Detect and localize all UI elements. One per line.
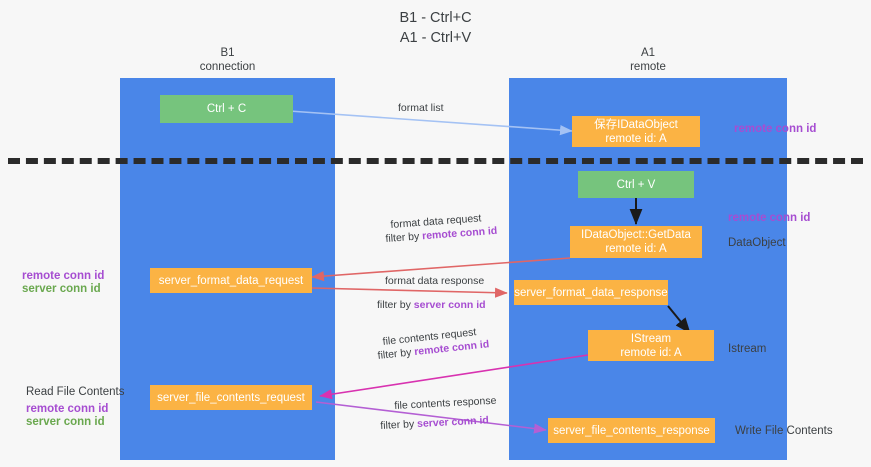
lane-header-a1: A1 remote <box>630 47 666 73</box>
annotation-left-remote-conn-id: remote conn id <box>22 270 105 282</box>
annotation-read-file-contents: Read File Contents <box>26 386 125 398</box>
annotation-left-server-conn-id-2: server conn id <box>26 416 105 428</box>
edge-format-data-response <box>311 287 508 298</box>
node-idataobject-getdata[interactable]: IDataObject::GetData remote id: A <box>570 226 702 258</box>
node-server-format-data-request[interactable]: server_format_data_request <box>150 268 312 293</box>
edge-format-list <box>274 109 573 136</box>
annotation-istream: Istream <box>728 343 767 355</box>
annotation-write-file-contents: Write File Contents <box>735 425 833 437</box>
filter-prefix-2: filter by <box>377 299 414 311</box>
filter-prefix-3: filter by <box>377 346 415 362</box>
edge-response-to-istream <box>667 305 691 334</box>
node-istream-line2: remote id: A <box>620 346 682 359</box>
node-save-idataobject-line2: remote id: A <box>605 132 667 145</box>
node-sfcres-label: server_file_contents_response <box>553 424 710 437</box>
node-ctrl-v-line1: Ctrl + V <box>616 178 656 191</box>
node-server-format-data-response[interactable]: server_format_data_response <box>514 280 668 305</box>
node-getdata-line2: remote id: A <box>605 243 667 255</box>
edge-format-data-request <box>311 257 571 282</box>
node-server-file-contents-response[interactable]: server_file_contents_response <box>548 418 715 443</box>
node-sfdres-label: server_format_data_response <box>514 286 668 299</box>
edge-label-format-list: format list <box>398 102 444 114</box>
node-istream-line1: IStream <box>630 332 672 345</box>
filter-key-server-conn-id: server conn id <box>413 299 486 311</box>
annotation-left-remote-conn-id-2: remote conn id <box>26 403 109 415</box>
annotation-dataobject: DataObject <box>728 237 786 249</box>
diagram-title: B1 - Ctrl+C A1 - Ctrl+V <box>399 10 472 46</box>
node-ctrl-c-line1: Ctrl + C <box>206 103 247 115</box>
filter-key-server-conn-id-2: server conn id <box>416 414 490 431</box>
annotation-remote-conn-id-mid: remote conn id <box>728 212 811 224</box>
node-getdata-line1: IDataObject::GetData <box>581 229 691 241</box>
edge-label-format-data-response-line1: format data response <box>385 275 485 287</box>
section-divider <box>8 158 863 164</box>
filter-prefix: filter by <box>385 230 423 245</box>
lane-header-b1: B1 connection <box>199 47 256 73</box>
node-save-idataobject[interactable]: 保存IDataObject remote id: A <box>572 116 700 147</box>
filter-prefix-4: filter by <box>380 418 418 432</box>
annotation-remote-conn-id-top: remote conn id <box>734 123 817 135</box>
node-istream[interactable]: IStream remote id: A <box>588 330 714 361</box>
edge-label-format-data-response-filter: filter by server conn id <box>377 298 486 313</box>
edge-label-format-data-response: format data response <box>385 274 484 289</box>
node-sfdreq-label: server_format_data_request <box>158 274 304 287</box>
node-sfcreq-label: server_file_contents_request <box>157 391 305 404</box>
edge-file-contents-request <box>319 354 589 400</box>
node-server-file-contents-request[interactable]: server_file_contents_request <box>150 385 312 410</box>
edge-file-contents-response <box>315 401 547 434</box>
node-ctrl-v[interactable]: Ctrl + V <box>578 171 694 198</box>
node-save-idataobject-line1: 保存IDataObject <box>594 118 678 131</box>
node-ctrl-c[interactable]: Ctrl + C <box>160 95 293 123</box>
edge-label-file-contents-response-line1: file contents response <box>394 394 497 412</box>
annotation-left-server-conn-id: server conn id <box>22 283 101 295</box>
